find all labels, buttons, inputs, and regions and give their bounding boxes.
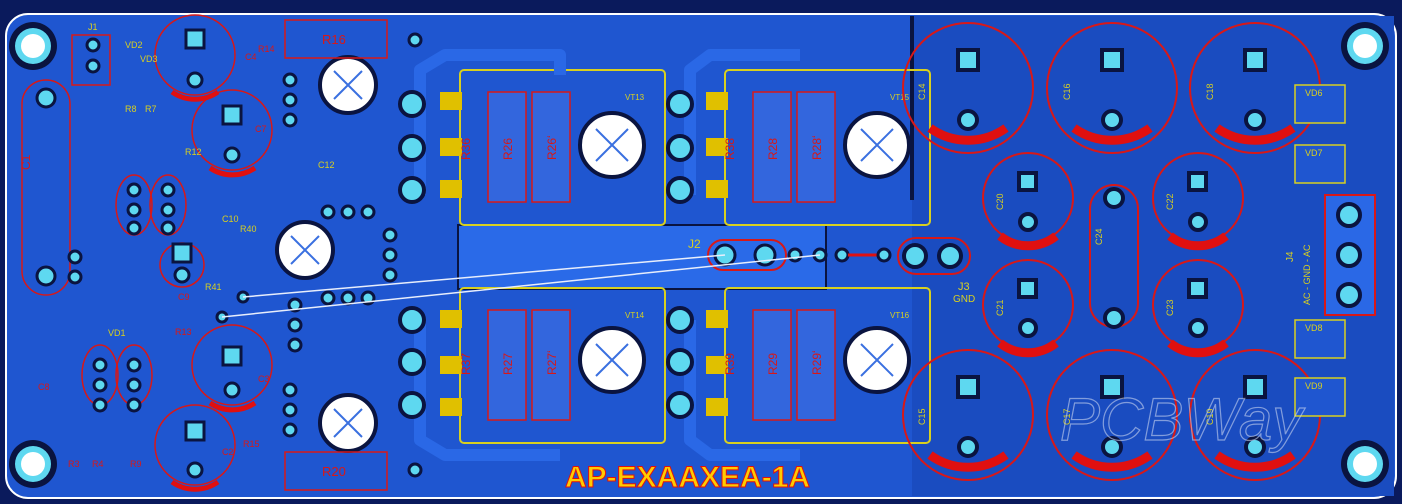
signal-wires	[221, 254, 821, 318]
left-labels: J1 VD2 VD3 C4 R14 C7 R7 R8 R12 C9 C3 C2 …	[38, 22, 335, 469]
label-vd2: VD2	[125, 40, 143, 50]
label-j4-sub: AC - GND - AC	[1302, 244, 1312, 305]
label-vt14: VT14	[625, 311, 645, 320]
label-r28b: R28ʻ	[810, 135, 824, 160]
label-r7: R7	[145, 104, 157, 114]
label-r16: R16	[322, 32, 346, 47]
label-r15: R15	[243, 439, 260, 449]
label-j3-sub: GND	[953, 294, 975, 305]
diode-labels: VD6 VD7 VD8 VD9	[1305, 88, 1323, 391]
label-r26b: R26ʻ	[545, 135, 559, 160]
module-pads	[440, 92, 728, 416]
label-r13: R13	[175, 327, 192, 337]
label-vd3: VD3	[140, 54, 158, 64]
label-vd7: VD7	[1305, 148, 1323, 158]
label-vd9: VD9	[1305, 381, 1323, 391]
label-c24: C24	[1094, 228, 1104, 245]
left-square-pads	[171, 28, 243, 442]
label-c22: C22	[1165, 193, 1175, 210]
label-r40: R40	[240, 224, 257, 234]
label-r36: R36	[459, 138, 473, 160]
label-c14: C14	[917, 83, 927, 100]
label-r9: R9	[130, 459, 142, 469]
label-r4: R4	[92, 459, 104, 469]
label-r26: R26	[501, 138, 515, 160]
label-c20: C20	[995, 193, 1005, 210]
diode-boxes	[1294, 84, 1346, 417]
label-r37: R37	[459, 353, 473, 375]
label-r20: R20	[322, 464, 346, 479]
label-r28: R28	[766, 138, 780, 160]
label-r38: R38	[723, 138, 737, 160]
label-c1: C1	[19, 154, 33, 170]
label-c8: C8	[38, 382, 50, 392]
label-r8: R8	[125, 104, 137, 114]
label-r27b: R27ʻ	[545, 350, 559, 375]
label-c4: C4	[245, 52, 257, 62]
big-cap-arcs	[927, 124, 1296, 472]
label-r27: R27	[501, 353, 515, 375]
label-vt15: VT15	[890, 93, 910, 102]
label-vt16: VT16	[890, 311, 910, 320]
label-c21: C21	[995, 299, 1005, 316]
label-r29: R29	[766, 353, 780, 375]
label-c16: C16	[1062, 83, 1072, 100]
label-c12: C12	[318, 160, 335, 170]
label-r14: R14	[258, 44, 275, 54]
screw-holes	[275, 55, 911, 453]
label-r3: R3	[68, 459, 80, 469]
label-r41: R41	[205, 282, 222, 292]
label-vt13: VT13	[625, 93, 645, 102]
label-c2: C2	[222, 447, 234, 457]
module-resistors	[487, 91, 836, 421]
label-j1: J1	[88, 22, 98, 32]
label-j4: J4	[1285, 251, 1296, 262]
label-j3: J3	[958, 281, 970, 293]
big-cap-labels: C14 C16 C18 C15 C17 C19 C20 C22 C21 C23 …	[917, 83, 1215, 425]
label-r12: R12	[185, 147, 202, 157]
label-c23: C23	[1165, 299, 1175, 316]
vt-labels: VT13 VT15 VT14 VT16	[625, 93, 910, 320]
label-c9: C9	[178, 292, 190, 302]
mounting-holes	[9, 22, 1389, 488]
j3-connector	[897, 237, 971, 275]
label-c19: C19	[1205, 408, 1215, 425]
label-c7: C7	[255, 124, 267, 134]
module-holes	[398, 90, 694, 419]
label-c18: C18	[1205, 83, 1215, 100]
label-c3: C3	[258, 374, 270, 384]
left-round-pads	[35, 32, 423, 479]
label-c15: C15	[917, 408, 927, 425]
watermark: PCBWay	[1060, 386, 1306, 453]
label-vd1: VD1	[108, 328, 126, 338]
label-j2: J2	[688, 237, 701, 251]
label-vd6: VD6	[1305, 88, 1323, 98]
label-r29b: R29ʻ	[810, 350, 824, 375]
label-c10: C10	[222, 214, 239, 224]
label-c17: C17	[1062, 408, 1072, 425]
cap-arcs-left	[170, 89, 257, 492]
j4-connector	[1324, 194, 1376, 316]
label-vd8: VD8	[1305, 323, 1323, 333]
board-title: AP-EXAAXEA-1A	[565, 461, 810, 494]
label-r39: R39	[723, 353, 737, 375]
big-cap-pads	[956, 48, 1267, 458]
module-labels: R36 R26 R26ʻ R38 R28 R28ʻ R37 R27 R27ʻ R…	[459, 135, 824, 375]
